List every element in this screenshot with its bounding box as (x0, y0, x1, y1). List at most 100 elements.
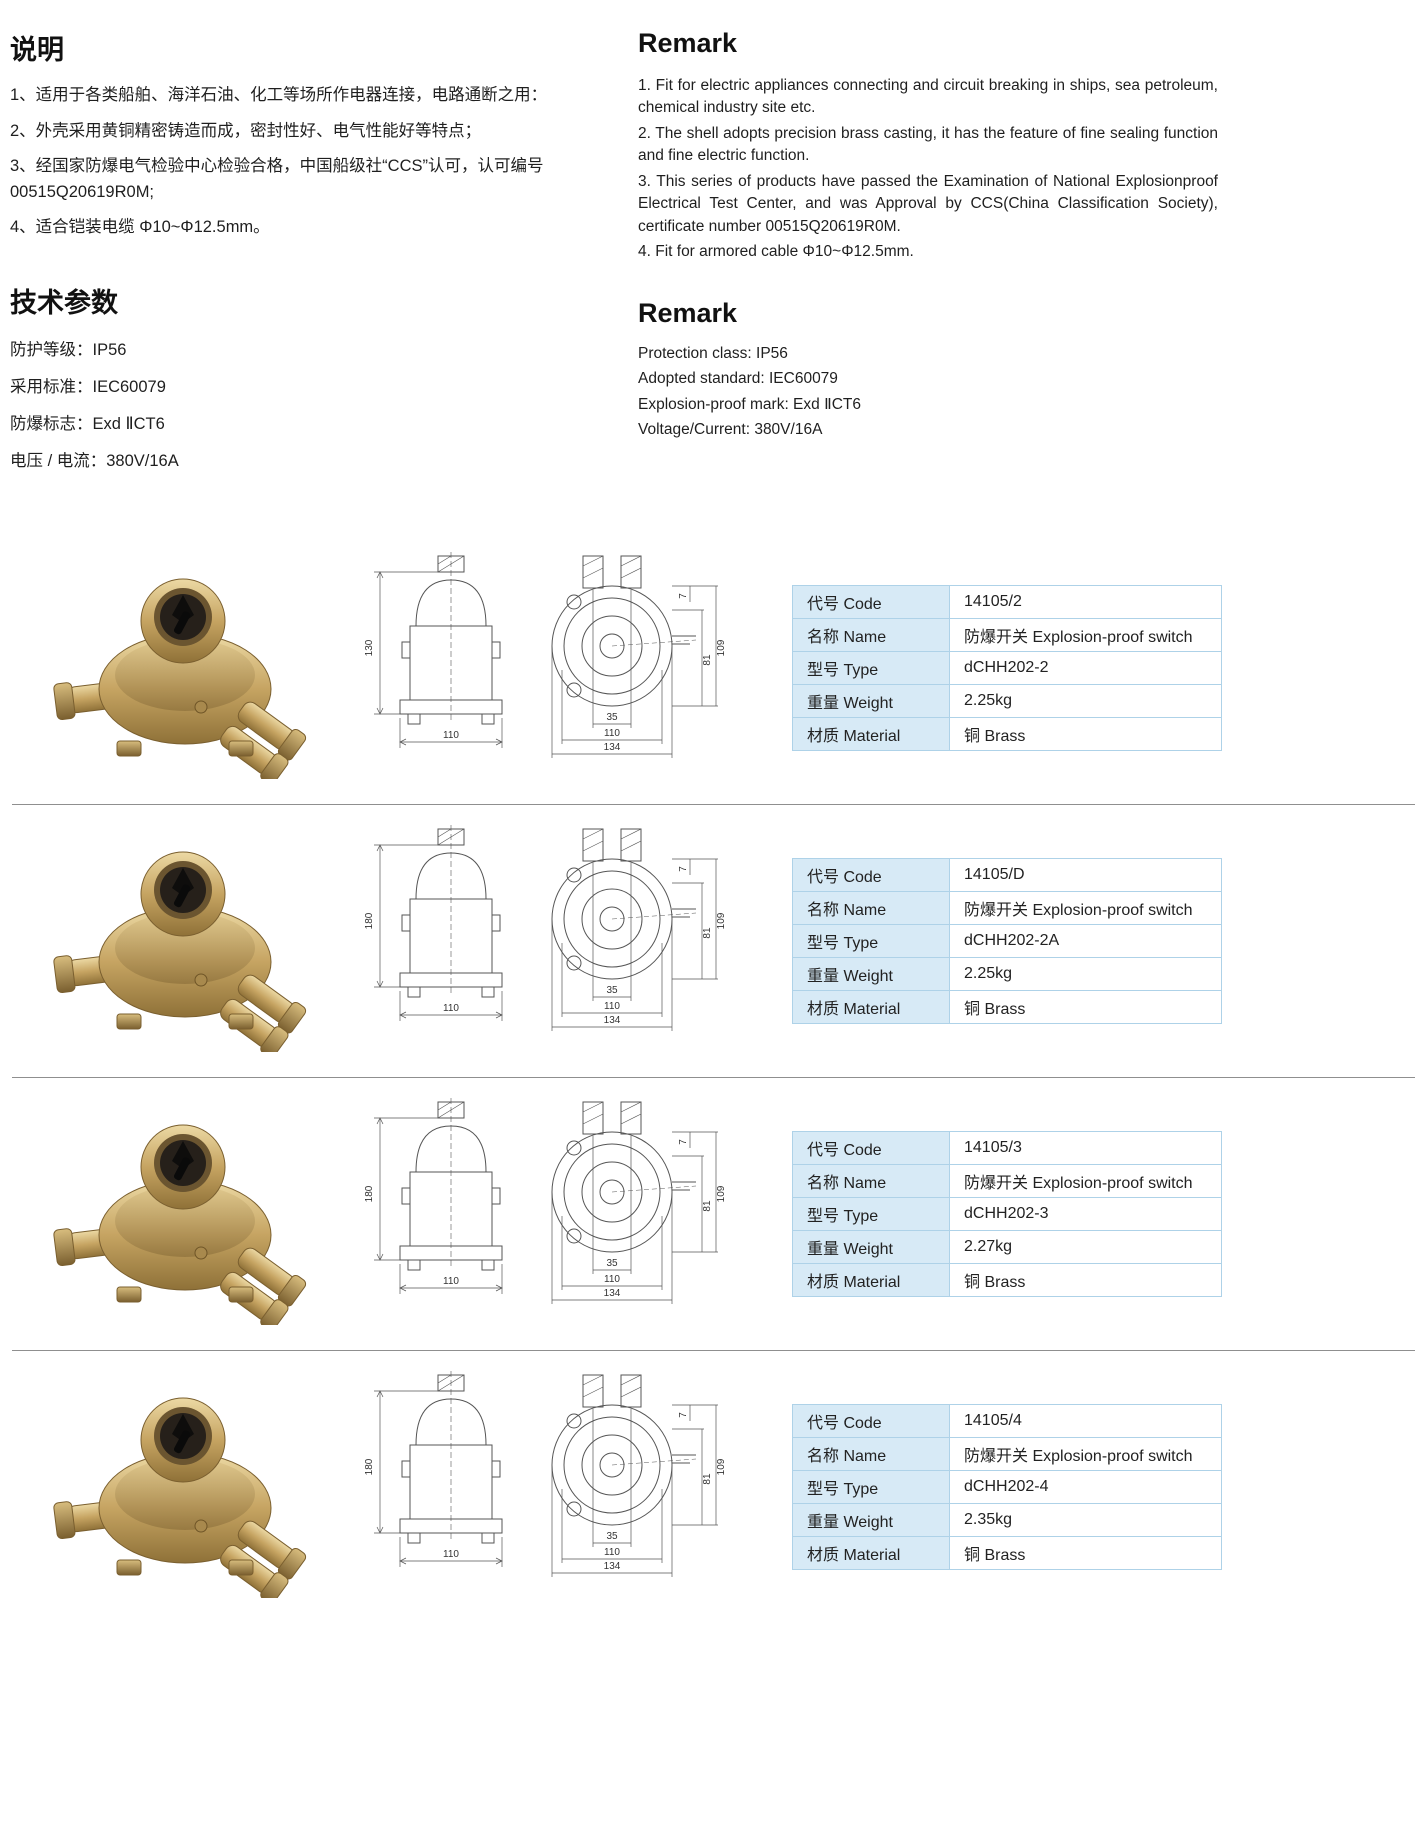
technical-drawing: 130 110 (364, 551, 727, 758)
spec-row-weight: 重量 Weight 2.27kg (792, 1229, 1222, 1264)
spec-row-code: 代号 Code 14105/4 (792, 1403, 1222, 1438)
product-photo (53, 1124, 307, 1325)
dim-overall-width: 134 (604, 1015, 621, 1026)
side-view-dimensions (551, 1131, 718, 1304)
spec-table: 代号 Code 14105/2 名称 Name 防爆开关 Explosion-p… (792, 584, 1222, 751)
cover-screw (194, 973, 208, 987)
spec-value-type: dCHH202-2 (949, 650, 1222, 685)
spec-row-code: 代号 Code 14105/3 (792, 1130, 1222, 1165)
dim-inner-height: 81 (702, 1473, 713, 1485)
spec-row-code: 代号 Code 14105/2 (792, 584, 1222, 619)
mounting-foot (228, 1013, 254, 1030)
front-view-dimensions (374, 1390, 503, 1567)
dim-small-offset: 7 (678, 1139, 689, 1145)
spec-row-type: 型号 Type dCHH202-2A (792, 923, 1222, 958)
spec-table: 代号 Code 14105/D 名称 Name 防爆开关 Explosion-p… (792, 857, 1222, 1024)
dim-body-width: 110 (604, 1001, 620, 1012)
product-photo-wrap (42, 1376, 332, 1598)
dim-pipe-spacing: 35 (606, 1258, 618, 1269)
spec-value-code: 14105/D (949, 857, 1222, 892)
spec-value-weight: 2.25kg (949, 956, 1222, 991)
spec-value-material: 铜 Brass (949, 1262, 1222, 1297)
spec-row-name: 名称 Name 防爆开关 Explosion-proof switch (792, 890, 1222, 925)
spec-row-weight: 重量 Weight 2.25kg (792, 683, 1222, 718)
body-highlight (115, 1457, 255, 1530)
dim-width: 110 (443, 1549, 459, 1560)
product-photo (53, 578, 307, 779)
dim-pipe-spacing: 35 (606, 712, 618, 723)
mounting-foot (228, 1559, 254, 1576)
spec-value-code: 14105/2 (949, 584, 1222, 619)
spec-row-type: 型号 Type dCHH202-4 (792, 1469, 1222, 1504)
dim-body-width: 110 (604, 1547, 620, 1558)
side-view (551, 828, 697, 980)
dim-inner-height: 81 (702, 1200, 713, 1212)
side-view-dimensions (551, 1404, 718, 1577)
spec-value-type: dCHH202-3 (949, 1196, 1222, 1231)
product-photo (53, 1397, 307, 1598)
parameters-cn-list: 防护等级：IP56 采用标准：IEC60079 防爆标志：Exd ⅡCT6 电压… (10, 336, 610, 471)
spec-label-type: 型号 Type (792, 923, 950, 958)
spec-row-name: 名称 Name 防爆开关 Explosion-proof switch (792, 617, 1222, 652)
section-title-remark-2: Remark (638, 297, 738, 328)
dim-pipe-spacing: 35 (606, 985, 618, 996)
spec-row-material: 材质 Material 铜 Brass (792, 989, 1222, 1024)
toggle-lever (173, 884, 191, 907)
spec-row-material: 材质 Material 铜 Brass (792, 1535, 1222, 1570)
parameter-en-item: Explosion-proof mark: Exd ⅡCT6 (638, 395, 861, 413)
remark-en-list: 1. Fit for electric appliances connectin… (638, 75, 1218, 264)
technical-drawing-wrap: 180 110 (350, 1096, 750, 1332)
dim-overall-height: 109 (716, 1185, 727, 1202)
spec-row-material: 材质 Material 铜 Brass (792, 716, 1222, 751)
product-row: 130 110 (0, 532, 1427, 804)
dim-overall-width: 134 (604, 1288, 621, 1299)
dim-width: 110 (443, 730, 459, 741)
spec-label-name: 名称 Name (792, 1436, 950, 1471)
side-view-dimensions (551, 858, 718, 1031)
dim-small-offset: 7 (678, 866, 689, 872)
row-separator (12, 1076, 1415, 1078)
dim-overall-width: 134 (604, 1561, 621, 1572)
row-separator (12, 1349, 1415, 1351)
product-row: 180 110 (0, 805, 1427, 1077)
body-highlight (115, 1184, 255, 1257)
spec-row-material: 材质 Material 铜 Brass (792, 1262, 1222, 1297)
spec-label-name: 名称 Name (792, 617, 950, 652)
spec-label-name: 名称 Name (792, 890, 950, 925)
spec-table: 代号 Code 14105/3 名称 Name 防爆开关 Explosion-p… (792, 1130, 1222, 1297)
spec-row-weight: 重量 Weight 2.35kg (792, 1502, 1222, 1537)
product-photo-wrap (42, 830, 332, 1052)
spec-label-code: 代号 Code (792, 1130, 950, 1165)
technical-drawing-wrap: 180 110 (350, 823, 750, 1059)
side-view (551, 1374, 697, 1526)
remark-en-item: 4. Fit for armored cable Φ10~Φ12.5mm. (638, 243, 914, 261)
parameter-en-item: Protection class: IP56 (638, 344, 788, 362)
cover-screw (194, 1519, 208, 1533)
dim-small-offset: 7 (678, 593, 689, 599)
dim-small-offset: 7 (678, 1412, 689, 1418)
mounting-foot (116, 1013, 142, 1030)
front-view (399, 1370, 503, 1544)
dim-height: 180 (364, 1185, 375, 1202)
product-photo (53, 851, 307, 1052)
spec-label-type: 型号 Type (792, 650, 950, 685)
dim-inner-height: 81 (702, 654, 713, 666)
spec-label-weight: 重量 Weight (792, 956, 950, 991)
front-view (399, 551, 503, 725)
mounting-foot (116, 1286, 142, 1303)
spec-label-material: 材质 Material (792, 716, 950, 751)
spec-label-material: 材质 Material (792, 989, 950, 1024)
mounting-foot (116, 1559, 142, 1576)
spec-row-name: 名称 Name 防爆开关 Explosion-proof switch (792, 1436, 1222, 1471)
section-title-remark-1: Remark (638, 28, 738, 58)
spec-value-name: 防爆开关 Explosion-proof switch (949, 1163, 1222, 1198)
toggle-lever (173, 611, 191, 634)
parameter-cn-item: 电压 / 电流：380V/16A (10, 451, 179, 470)
dim-overall-width: 134 (604, 742, 621, 753)
english-column: Remark 1. Fit for electric appliances co… (638, 16, 1218, 484)
front-view-dimensions (374, 844, 503, 1021)
front-view (399, 1097, 503, 1271)
dim-width: 110 (443, 1003, 459, 1014)
spec-label-name: 名称 Name (792, 1163, 950, 1198)
spec-value-material: 铜 Brass (949, 716, 1222, 751)
